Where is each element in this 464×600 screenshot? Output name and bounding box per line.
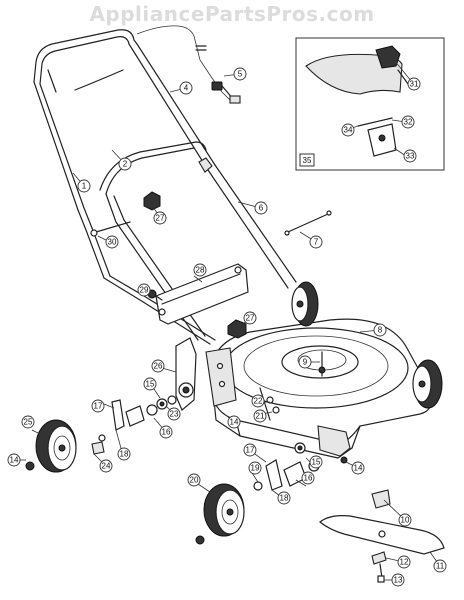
- callout-17-right: 17: [243, 443, 257, 457]
- rear-wheel-right-upper: [291, 281, 319, 327]
- svg-text:1: 1: [82, 182, 87, 191]
- callout-8: 8: [373, 323, 387, 337]
- svg-text:21: 21: [256, 412, 265, 421]
- callout-31: 31: [407, 77, 421, 91]
- svg-text:23: 23: [170, 410, 179, 419]
- svg-text:28: 28: [196, 266, 205, 275]
- callout-1: 1: [77, 179, 91, 193]
- callout-19: 19: [248, 461, 262, 475]
- blade-assembly: [319, 489, 445, 583]
- svg-text:31: 31: [410, 80, 419, 89]
- callout-2: 2: [118, 157, 132, 171]
- callout-15-left: 15: [143, 377, 157, 391]
- svg-text:10: 10: [401, 516, 410, 525]
- callout-14-center: 14: [227, 415, 241, 429]
- callout-28: 28: [193, 263, 207, 277]
- svg-text:26: 26: [154, 362, 163, 371]
- callout-5: 5: [233, 67, 247, 81]
- svg-text:13: 13: [394, 576, 403, 585]
- callout-17-left: 17: [91, 399, 105, 413]
- callout-20: 20: [187, 473, 201, 487]
- svg-text:7: 7: [314, 238, 319, 247]
- callout-29: 29: [137, 283, 151, 297]
- callout-27-upper: 27: [153, 211, 167, 225]
- svg-text:14: 14: [10, 456, 19, 465]
- svg-text:18: 18: [280, 494, 289, 503]
- svg-text:27: 27: [246, 314, 255, 323]
- watermark: AppliancePartsPros.com: [89, 2, 375, 26]
- svg-text:11: 11: [436, 562, 445, 571]
- callout-14-right: 14: [351, 461, 365, 475]
- callout-7: 7: [309, 235, 323, 249]
- callout-22: 22: [251, 394, 265, 408]
- callout-25: 25: [21, 415, 35, 429]
- svg-text:14: 14: [354, 464, 363, 473]
- svg-text:25: 25: [24, 418, 33, 427]
- callout-13: 13: [391, 573, 405, 587]
- svg-text:15: 15: [146, 380, 155, 389]
- callout-18-left: 18: [117, 447, 131, 461]
- callout-11: 11: [433, 559, 447, 573]
- mower-deck: [175, 318, 433, 459]
- svg-text:32: 32: [404, 118, 413, 127]
- svg-text:2: 2: [123, 160, 128, 169]
- callout-30: 30: [105, 235, 119, 249]
- svg-text:19: 19: [251, 464, 260, 473]
- rear-bracket: [147, 263, 249, 325]
- right-wheel-assembly: [195, 442, 348, 545]
- callout-18-right: 18: [277, 491, 291, 505]
- callout-9: 9: [298, 355, 312, 369]
- svg-text:6: 6: [259, 204, 264, 213]
- callout-23: 23: [167, 407, 181, 421]
- svg-text:15: 15: [312, 458, 321, 467]
- svg-text:17: 17: [94, 402, 103, 411]
- callout-27-lower: 27: [243, 311, 257, 325]
- callout-16-left: 16: [159, 425, 173, 439]
- svg-text:8: 8: [378, 326, 383, 335]
- left-wheel-assembly: [25, 395, 177, 473]
- svg-text:27: 27: [156, 214, 165, 223]
- svg-text:17: 17: [246, 446, 255, 455]
- callout-33: 33: [403, 149, 417, 163]
- callout-12: 12: [397, 555, 411, 569]
- callout-21: 21: [253, 409, 267, 423]
- svg-text:18: 18: [120, 450, 129, 459]
- callout-14-left: 14: [7, 453, 21, 467]
- callout-16-right: 16: [301, 471, 315, 485]
- svg-text:16: 16: [304, 474, 313, 483]
- svg-text:30: 30: [108, 238, 117, 247]
- callout-10: 10: [398, 513, 412, 527]
- svg-text:9: 9: [303, 358, 308, 367]
- svg-text:24: 24: [102, 462, 111, 471]
- callout-24: 24: [99, 459, 113, 473]
- inset-label-35: 35: [303, 156, 312, 165]
- callout-4: 4: [179, 81, 193, 95]
- svg-text:16: 16: [162, 428, 171, 437]
- callout-32: 32: [401, 115, 415, 129]
- svg-text:4: 4: [184, 84, 189, 93]
- rear-wheel-right-lower: [412, 359, 443, 409]
- upper-handle: [33, 25, 241, 211]
- svg-text:20: 20: [190, 476, 199, 485]
- svg-text:22: 22: [254, 397, 263, 406]
- mulch-plug-inset: [295, 37, 445, 171]
- callout-6: 6: [254, 201, 268, 215]
- svg-text:14: 14: [230, 418, 239, 427]
- callout-15-right: 15: [309, 455, 323, 469]
- callout-34: 34: [341, 123, 355, 137]
- callout-26: 26: [151, 359, 165, 373]
- svg-text:33: 33: [406, 152, 415, 161]
- svg-text:12: 12: [400, 558, 409, 567]
- svg-text:29: 29: [140, 286, 149, 295]
- svg-text:34: 34: [344, 126, 353, 135]
- svg-text:5: 5: [238, 70, 243, 79]
